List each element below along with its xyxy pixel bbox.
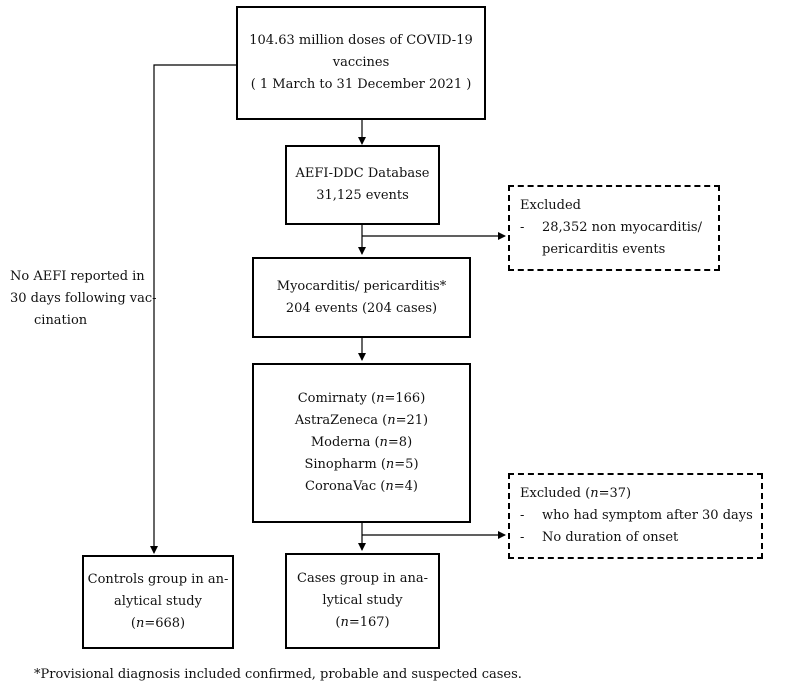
excluded-2-title: Excluded (n=37): [520, 486, 632, 501]
excluded-2-text-1: who had symptom after 30 days: [542, 508, 753, 523]
vaccine-coronavac: CoronaVac (n=4): [305, 479, 418, 494]
bullet-dash: -: [520, 508, 525, 523]
arrow-top-to-controls: [150, 64, 236, 554]
myocarditis-title: Myocarditis/ pericarditis*: [276, 278, 447, 294]
total-doses-period: ( 1 March to 31 December 2021 ): [250, 77, 472, 92]
excluded-1-item-cont: pericarditis events: [520, 239, 665, 261]
excluded-box-1: Excluded - 28,352 non myocarditis/ peric…: [508, 185, 720, 271]
cases-line2: lytical study: [322, 593, 403, 608]
excluded-2-item-1: - who had symptom after 30 days: [520, 505, 753, 527]
cases-count: (n=167): [335, 615, 390, 630]
controls-line1: Controls group in an-: [87, 572, 229, 587]
excluded-2-item-2: - No duration of onset: [520, 527, 678, 549]
controls-count: (n=668): [130, 616, 186, 631]
myocarditis-count: 204 events (204 cases): [285, 300, 438, 316]
bullet-dash: -: [520, 220, 525, 235]
excluded-1-text-b: pericarditis events: [542, 242, 666, 257]
footnote: *Provisional diagnosis included confirme…: [34, 667, 522, 682]
no-aefi-line1: No AEFI reported in: [10, 269, 145, 284]
excluded-1-item: - 28,352 non myocarditis/: [520, 217, 702, 239]
myocarditis-box: Myocarditis/ pericarditis* 204 events (2…: [252, 257, 471, 338]
no-aefi-line2: 30 days following vac-: [10, 291, 157, 306]
cases-group-box: Cases group in ana- lytical study (n=167…: [285, 553, 440, 649]
no-aefi-line3: cination: [34, 313, 88, 328]
controls-group-box: Controls group in an- alytical study (n=…: [82, 555, 234, 649]
vaccine-astrazeneca: AstraZeneca (n=21): [294, 413, 429, 428]
total-doses-line1: 104.63 million doses of COVID-19: [249, 33, 473, 48]
bullet-dash: -: [520, 530, 525, 545]
no-aefi-label: No AEFI reported in 30 days following va…: [10, 266, 160, 332]
vaccine-comirnaty: Comirnaty (n=166): [297, 391, 426, 406]
controls-line2: alytical study: [114, 594, 202, 609]
excluded-2-text-2: No duration of onset: [542, 530, 679, 545]
excluded-1-title: Excluded: [520, 198, 581, 213]
aefi-database-title: AEFI-DDC Database: [295, 166, 430, 181]
vaccine-sinopharm: Sinopharm (n=5): [304, 457, 419, 472]
total-doses-box: 104.63 million doses of COVID-19 vaccine…: [236, 6, 486, 120]
vaccine-breakdown-box: Comirnaty (n=166) AstraZeneca (n=21) Mod…: [252, 363, 471, 523]
excluded-box-2: Excluded (n=37) - who had symptom after …: [508, 473, 763, 559]
aefi-database-box: AEFI-DDC Database 31,125 events: [285, 145, 440, 225]
vaccine-moderna: Moderna (n=8): [310, 435, 413, 450]
cases-line1: Cases group in ana-: [297, 571, 428, 586]
excluded-1-text-a: 28,352 non myocarditis/: [542, 220, 702, 235]
total-doses-line2: vaccines: [332, 55, 390, 70]
aefi-database-count: 31,125 events: [316, 188, 409, 203]
